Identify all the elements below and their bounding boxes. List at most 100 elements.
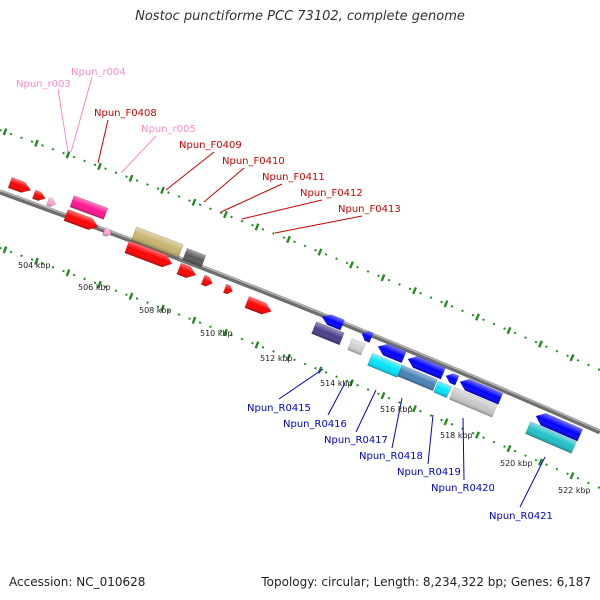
gene-label-npun-r0418[interactable]: Npun_R0418 bbox=[359, 451, 423, 462]
track-dot bbox=[30, 140, 34, 143]
track-dot bbox=[335, 375, 338, 378]
gene-label-npun-f0409[interactable]: Npun_F0409 bbox=[179, 140, 242, 151]
track-dot bbox=[104, 167, 107, 171]
gene-label-npun-r003[interactable]: Npun_r003 bbox=[16, 79, 71, 90]
genome-summary-text: Topology: circular; Length: 8,234,322 bp… bbox=[261, 575, 591, 589]
track-dot bbox=[41, 144, 44, 147]
gene-label-npun-r0417[interactable]: Npun_R0417 bbox=[324, 435, 388, 446]
gene-arrow bbox=[200, 274, 213, 287]
track-dot bbox=[576, 359, 580, 362]
leader-line bbox=[519, 456, 546, 508]
gene-label-npun-r0421[interactable]: Npun_R0421 bbox=[489, 511, 553, 522]
gene-label-npun-f0411[interactable]: Npun_F0411 bbox=[262, 172, 325, 183]
track-dot bbox=[440, 418, 443, 422]
accession-text: Accession: NC_010628 bbox=[9, 575, 146, 589]
track-tick bbox=[65, 269, 71, 277]
track-dot bbox=[440, 300, 443, 304]
gene-box bbox=[525, 421, 577, 454]
track-dot bbox=[461, 309, 464, 313]
tick-label: 518 kbp bbox=[440, 431, 473, 440]
gene-arrow bbox=[361, 330, 374, 343]
track-dot bbox=[62, 269, 65, 273]
track-tick bbox=[160, 186, 165, 194]
tick-label: 520 kbp bbox=[500, 459, 533, 468]
leader-line bbox=[427, 414, 434, 465]
gene-label-npun-r0420[interactable]: Npun_R0420 bbox=[431, 483, 495, 494]
track-dot bbox=[9, 132, 13, 136]
leader-line bbox=[241, 199, 323, 220]
track-dot bbox=[492, 322, 496, 326]
tick-label: 516 kbp bbox=[380, 405, 413, 414]
track-tick bbox=[569, 354, 575, 362]
track-dot bbox=[566, 354, 569, 358]
gene-label-npun-r004[interactable]: Npun_r004 bbox=[71, 67, 126, 78]
track-dot bbox=[261, 345, 265, 349]
track-tick bbox=[317, 248, 323, 256]
track-dot bbox=[30, 258, 34, 261]
track-tick bbox=[191, 198, 197, 207]
gene-arrow-shade bbox=[63, 209, 98, 230]
track-dot bbox=[293, 358, 296, 362]
track-tick bbox=[412, 404, 417, 413]
track-dot bbox=[156, 305, 160, 308]
track-dot bbox=[492, 440, 496, 444]
gene-label-npun-f0410[interactable]: Npun_F0410 bbox=[222, 156, 285, 167]
tick-label: 512 kbp bbox=[260, 354, 293, 363]
track-dot bbox=[387, 396, 391, 400]
gene-arrow bbox=[321, 314, 345, 331]
track-dot bbox=[125, 175, 128, 178]
track-tick bbox=[254, 223, 260, 231]
tick-label: 514 kbp bbox=[320, 379, 353, 388]
track-dot bbox=[282, 236, 286, 239]
track-dot bbox=[314, 366, 317, 370]
track-dot bbox=[356, 383, 359, 387]
gene-label-npun-r005[interactable]: Npun_r005 bbox=[141, 124, 196, 135]
gene-arrow bbox=[459, 378, 504, 405]
leader-line bbox=[120, 135, 157, 174]
gene-arrow-shade bbox=[32, 190, 46, 201]
gene-arrow-shade bbox=[362, 331, 374, 343]
gene-box-shade bbox=[397, 365, 438, 391]
gene-arrow-shade bbox=[8, 177, 31, 193]
track-dot bbox=[261, 227, 265, 231]
gene-box-shade bbox=[347, 338, 366, 355]
tick-label: 522 kbp bbox=[558, 486, 591, 495]
gene-label-npun-f0413[interactable]: Npun_F0413 bbox=[338, 204, 401, 215]
track-dot bbox=[524, 336, 527, 339]
track-dot bbox=[0, 246, 2, 250]
track-dot bbox=[503, 327, 506, 330]
track-dot bbox=[587, 363, 590, 367]
track-dot bbox=[177, 195, 181, 198]
gene-label-npun-f0412[interactable]: Npun_F0412 bbox=[300, 188, 363, 199]
gene-box-shade bbox=[182, 248, 206, 267]
gene-label-npun-f0408[interactable]: Npun_F0408 bbox=[94, 108, 157, 119]
gene-arrow bbox=[407, 356, 446, 380]
track-dot bbox=[450, 423, 454, 426]
track-tick bbox=[2, 246, 8, 254]
track-tick bbox=[286, 235, 291, 244]
track-dot bbox=[335, 257, 338, 260]
track-dot bbox=[93, 281, 97, 285]
gene-arrow-shade bbox=[378, 344, 407, 363]
gene-label-npun-r0419[interactable]: Npun_R0419 bbox=[397, 467, 461, 478]
track-dot bbox=[398, 283, 401, 286]
track-dot bbox=[429, 296, 433, 299]
gene-arrow bbox=[445, 373, 460, 386]
rrna-box-shade bbox=[69, 195, 108, 220]
track-dot bbox=[146, 183, 149, 186]
gene-labels: Npun_r003 Npun_r004 Npun_F0408 Npun_r005… bbox=[16, 67, 553, 522]
track-dot bbox=[471, 431, 475, 435]
gene-box-shade bbox=[131, 226, 184, 258]
leader-line bbox=[278, 368, 324, 400]
track-dot bbox=[146, 301, 149, 304]
track-dot bbox=[251, 341, 254, 345]
gene-label-npun-r0415[interactable]: Npun_R0415 bbox=[247, 403, 311, 414]
trna-arrow-shade bbox=[102, 227, 112, 237]
track-dot bbox=[566, 472, 569, 476]
gene-label-npun-r0416[interactable]: Npun_R0416 bbox=[283, 419, 347, 430]
track-dot bbox=[251, 223, 254, 227]
track-tick bbox=[506, 444, 512, 453]
track-dot bbox=[209, 325, 212, 329]
track-dot bbox=[125, 293, 128, 296]
track-dot bbox=[240, 337, 244, 341]
